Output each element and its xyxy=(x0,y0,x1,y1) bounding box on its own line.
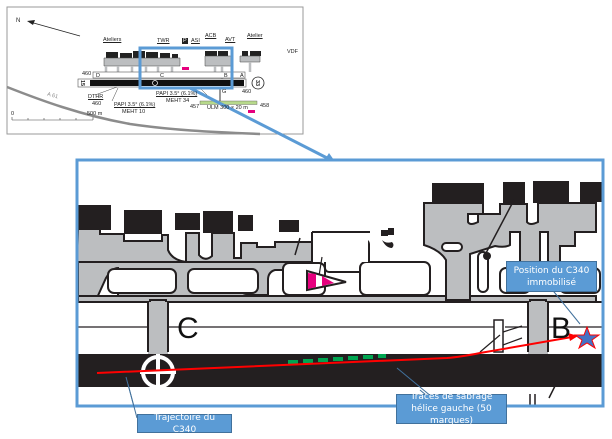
overview-highlight-box xyxy=(138,46,234,90)
overview-windsock-2 xyxy=(248,110,255,113)
label-dthr-elev: 460 xyxy=(92,101,102,107)
label-scale-0: 0 xyxy=(11,111,15,117)
buildings xyxy=(78,181,602,248)
label-taxiway-g: G xyxy=(222,89,227,95)
label-avt: AVT xyxy=(225,37,236,43)
callout-c340-position: Position du C340 immobilisé xyxy=(506,261,597,292)
label-acb: ACB xyxy=(205,33,217,39)
label-elev-458: 458 xyxy=(260,103,270,109)
label-elev-460-left: 460 xyxy=(82,71,92,77)
label-elev-457: 457 xyxy=(190,104,200,110)
label-meht-right: MEHT 34 xyxy=(166,98,190,104)
overview-windsock xyxy=(182,67,189,70)
label-ateliers: Ateliers xyxy=(103,37,122,43)
callout-propeller-traces: Traces de sabrage hélice gauche (50 marq… xyxy=(396,392,507,426)
label-dthr: DTHR xyxy=(88,94,104,100)
north-label: N xyxy=(16,18,21,24)
callout-c340-trajectory: Trajectoire du C340 xyxy=(137,413,232,435)
label-elev-460-right: 460 xyxy=(242,89,252,95)
label-taxiway-d: D xyxy=(96,73,100,79)
label-asi: ASI xyxy=(191,38,200,44)
zoom-connector-line xyxy=(189,86,332,162)
label-meht-left: MEHT 10 xyxy=(122,109,146,115)
tower-leaders xyxy=(294,199,515,256)
overview-taxiway xyxy=(92,71,246,79)
label-taxiway-a: A xyxy=(240,73,244,79)
label-ulm: ULM 300 × 20 m xyxy=(207,105,248,111)
propeller-strike-marks xyxy=(288,354,386,364)
trajectory-arrowhead xyxy=(568,333,578,341)
label-papi-left: PAPI 3.5° (6.1%) xyxy=(114,102,156,108)
label-taxiway-b-small: B xyxy=(224,73,228,79)
runway-33-circle xyxy=(251,76,265,90)
overview-runway xyxy=(90,80,244,86)
label-vdf: VDF xyxy=(287,49,298,55)
traces-callout-pointer xyxy=(396,367,433,398)
label-taxiway-c-small: C xyxy=(160,73,164,79)
ulm-strip xyxy=(199,100,258,105)
overview-frame xyxy=(6,6,304,135)
tower-dot xyxy=(483,252,491,260)
label-twr: TWR xyxy=(157,38,170,44)
label-papi-right: PAPI 3.5° (6.1%) xyxy=(156,91,198,97)
overview-map xyxy=(6,6,336,163)
road-a61 xyxy=(6,85,261,136)
detail-view xyxy=(75,158,605,419)
scale-bar xyxy=(11,117,94,121)
parallel-taxiway xyxy=(78,301,602,354)
label-scale-500: 500 m xyxy=(87,111,103,117)
label-runway-33: 33 xyxy=(254,79,261,87)
north-arrow-icon xyxy=(27,20,81,37)
windsock-icon xyxy=(306,256,347,292)
parking-icon: P xyxy=(182,38,188,44)
c340-trajectory-line xyxy=(96,336,573,374)
taxiway-b-label: B xyxy=(551,312,572,345)
label-runway-15: 15 xyxy=(79,79,86,87)
trajectory-callout-pointer-ext xyxy=(127,383,138,419)
taxiway-c-label: C xyxy=(177,312,199,345)
apron-gap xyxy=(313,232,368,262)
label-atelier: Atelier xyxy=(247,33,263,39)
c340-position-star-icon xyxy=(573,325,601,350)
